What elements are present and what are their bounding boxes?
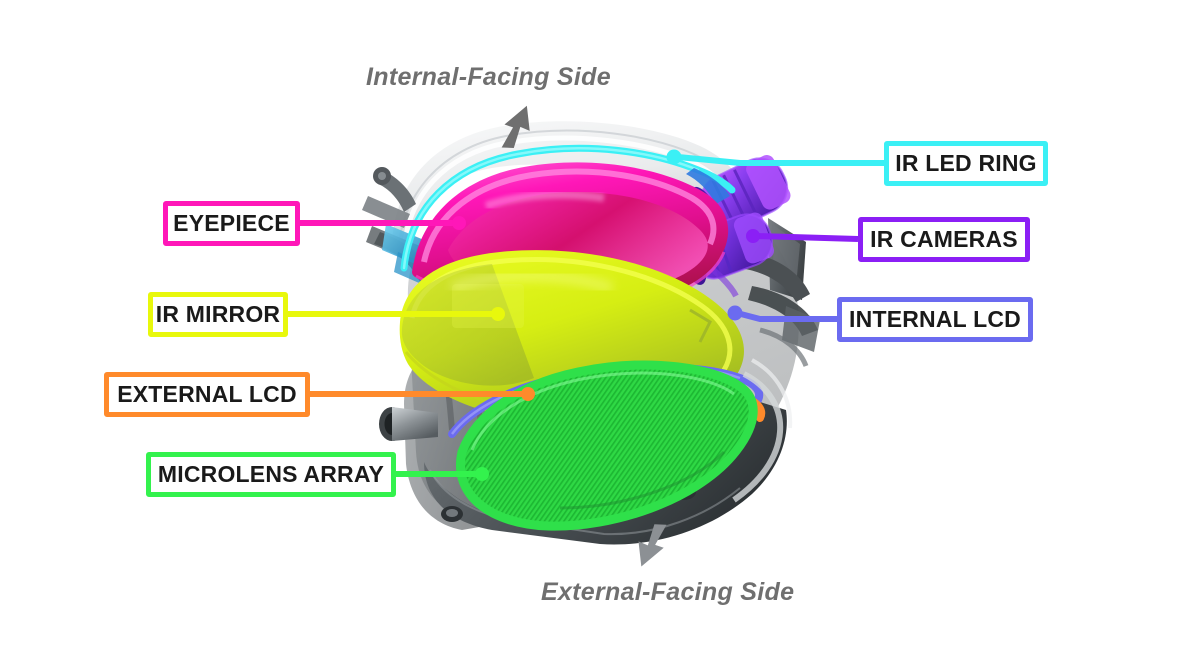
callout-label-microlens-array: MICROLENS ARRAY (157, 461, 385, 487)
leader-internal-lcd (727, 305, 837, 322)
leader-external-lcd (310, 387, 535, 401)
callout-label-ir-cameras: IR CAMERAS (870, 226, 1018, 252)
arrow-down-right-icon (638, 524, 667, 567)
callout-ir-mirror[interactable]: IR MIRROR (148, 292, 288, 337)
callout-label-ir-led-ring: IR LED RING (895, 150, 1037, 176)
external-facing-caption: External-Facing Side (541, 578, 795, 606)
callout-microlens-array[interactable]: MICROLENS ARRAY (146, 452, 396, 497)
callout-eyepiece[interactable]: EYEPIECE (163, 201, 300, 246)
outer-shell-right (732, 358, 793, 503)
ir-led-ring-band (400, 144, 736, 272)
callout-ir-led-ring[interactable]: IR LED RING (884, 141, 1048, 186)
leader-ir-led-ring (666, 149, 884, 166)
leader-ir-mirror (288, 307, 505, 321)
callout-label-internal-lcd: INTERNAL LCD (849, 306, 1021, 332)
arrow-up-right-icon (501, 105, 530, 148)
callout-label-ir-mirror: IR MIRROR (155, 301, 281, 327)
leader-eyepiece (300, 216, 466, 230)
leader-ir-cameras (746, 229, 859, 243)
callout-internal-lcd[interactable]: INTERNAL LCD (837, 297, 1033, 342)
callout-external-lcd[interactable]: EXTERNAL LCD (104, 372, 310, 417)
callout-label-eyepiece: EYEPIECE (173, 210, 290, 236)
internal-facing-caption: Internal-Facing Side (366, 63, 611, 91)
ir-mirror-lens (399, 250, 744, 425)
callout-label-external-lcd: EXTERNAL LCD (117, 381, 297, 407)
callout-ir-cameras[interactable]: IR CAMERAS (858, 217, 1030, 262)
leader-microlens-array (396, 467, 489, 481)
